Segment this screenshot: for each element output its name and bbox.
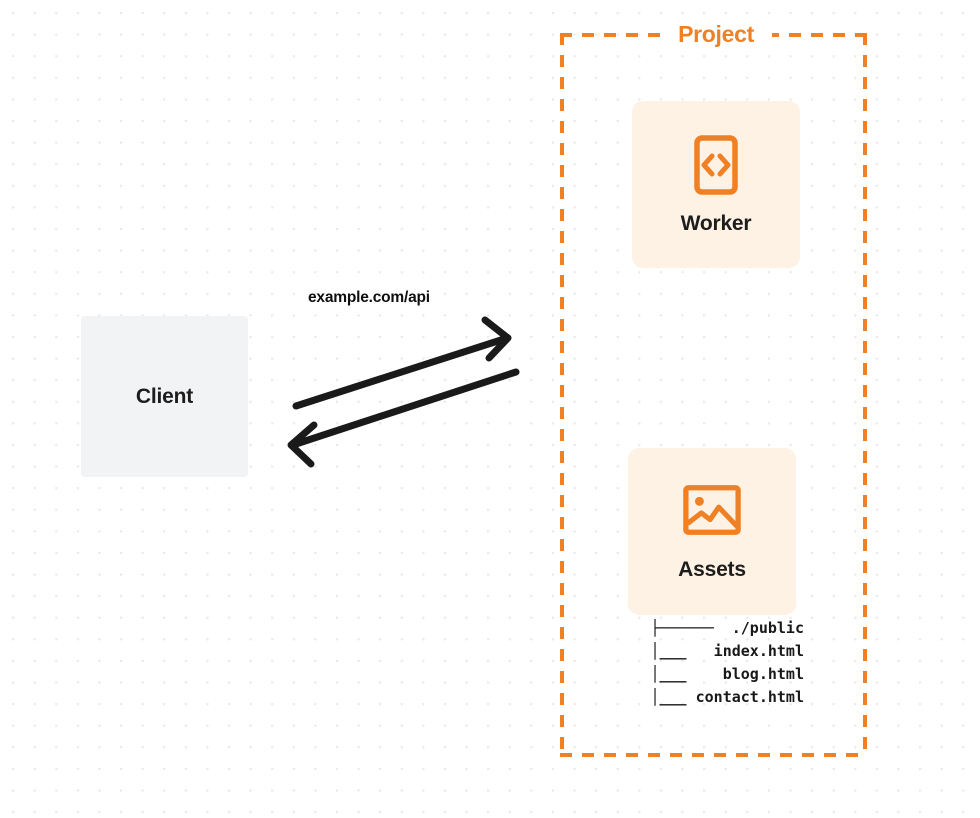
- project-border-top-right: [767, 33, 867, 37]
- assets-node-label: Assets: [678, 557, 746, 581]
- worker-node[interactable]: Worker: [632, 101, 800, 268]
- project-border-left: [560, 33, 564, 757]
- connector-label: example.com/api: [308, 289, 430, 306]
- project-title: Project: [660, 17, 772, 51]
- connector-arrows-svg: [287, 316, 520, 468]
- request-arrow: [292, 316, 512, 410]
- assets-node[interactable]: Assets: [628, 448, 796, 615]
- project-border-right: [863, 33, 867, 757]
- client-project-connector: [270, 280, 540, 480]
- assets-file-tree: ├────── ./public │___ index.html │___ bl…: [609, 617, 804, 709]
- client-node[interactable]: Client: [81, 316, 248, 477]
- file-tree-row: │___ index.html: [632, 642, 804, 660]
- code-brackets-icon: [694, 134, 738, 195]
- project-border-top-left: [560, 33, 664, 37]
- project-border-bottom: [560, 753, 867, 757]
- image-icon: [683, 484, 741, 535]
- client-node-label: Client: [135, 384, 194, 408]
- project-container: Project: [560, 17, 867, 757]
- file-tree-row: ├────── ./public: [650, 619, 804, 637]
- response-arrow: [287, 368, 520, 468]
- file-tree-row: │___ contact.html: [632, 688, 804, 706]
- file-tree-row: │___ blog.html: [632, 665, 804, 683]
- worker-node-label: Worker: [680, 211, 752, 235]
